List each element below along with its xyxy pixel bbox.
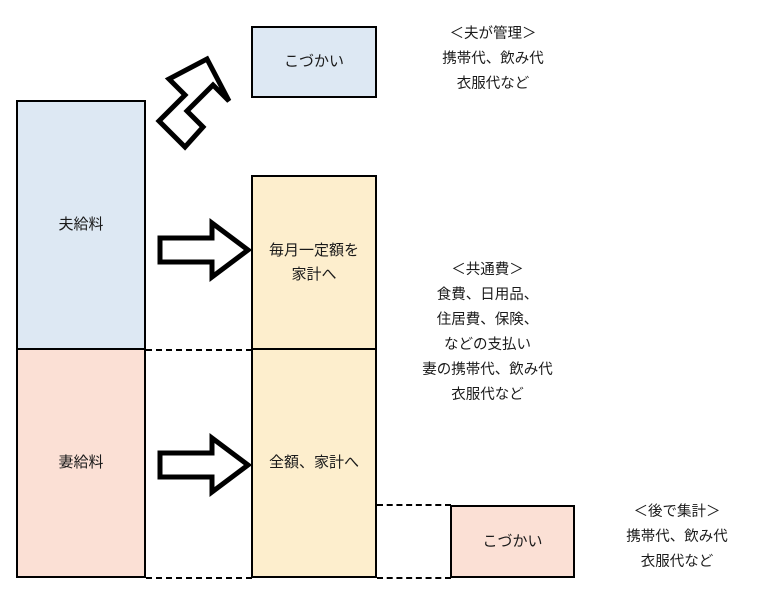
arrow-right-icon-wife <box>157 433 253 497</box>
dashed-guide-bottom-right <box>377 577 451 579</box>
wife-salary-bar: 妻給料 <box>16 350 146 578</box>
dashed-guide-bottom-left <box>146 577 252 579</box>
household-fixed-amount-box: 毎月一定額を 家計へ <box>251 175 377 350</box>
dashed-guide-allowance-top <box>377 504 451 506</box>
note-common-expenses: ＜共通費＞ 食費、日用品、 住居費、保険、 などの支払い 妻の携帯代、飲み代 衣… <box>422 262 553 403</box>
household-full-amount-box: 全額、家計へ <box>251 350 377 578</box>
note-husband-managed: ＜夫が管理＞ 携帯代、飲み代 衣服代など <box>442 26 544 92</box>
wife-allowance-box: こづかい <box>450 505 575 578</box>
husband-salary-bar: 夫給料 <box>16 100 146 350</box>
dashed-guide-middle <box>146 349 252 351</box>
husband-allowance-box: こづかい <box>251 26 377 98</box>
arrow-up-right-icon <box>155 55 232 151</box>
note-tallied-later: ＜後で集計＞ 携帯代、飲み代 衣服代など <box>626 504 728 570</box>
arrow-right-icon-husband <box>157 218 253 282</box>
